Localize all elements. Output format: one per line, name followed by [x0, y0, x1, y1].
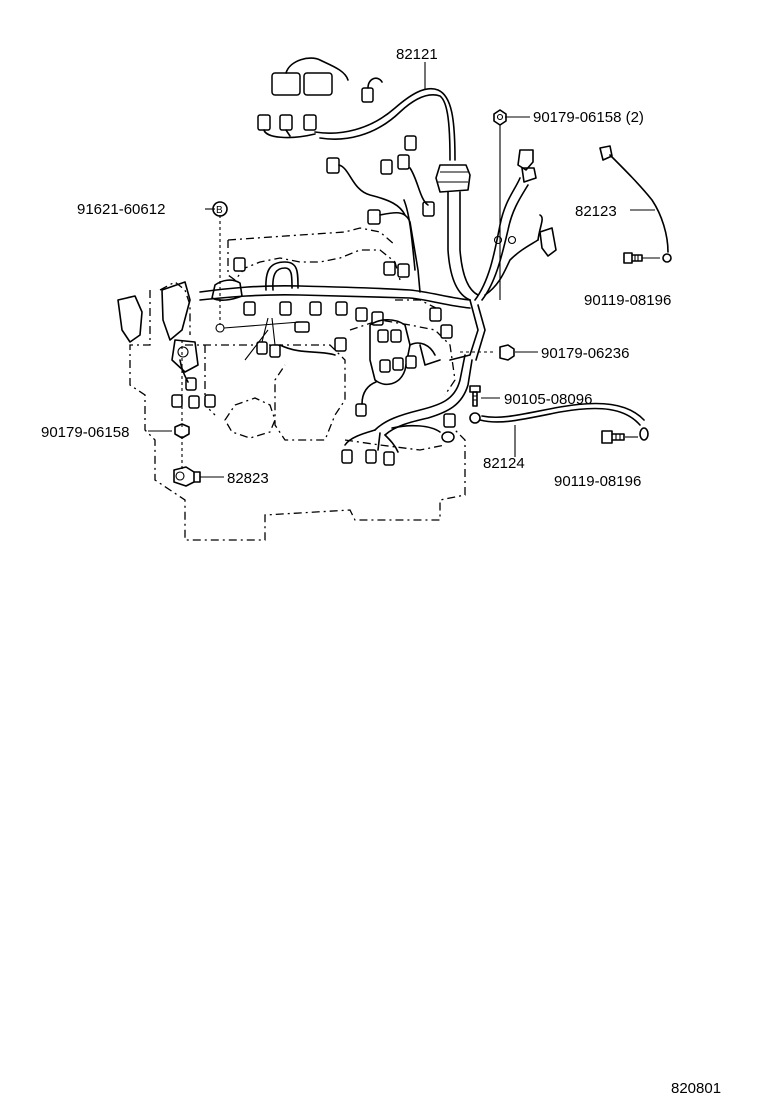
part-label-82121: 82121 [396, 46, 438, 63]
connector-cluster-right [341, 318, 456, 466]
part-label-90179-06236: 90179-06236 [541, 345, 629, 362]
sensor-cable-82124-icon [469, 402, 649, 441]
hardware-symbols: B [173, 109, 672, 487]
connector-row-engine [171, 257, 453, 409]
part-label-90179-06158-2: 90179-06158 (2) [533, 109, 644, 126]
bolt-icon [601, 430, 625, 444]
bolt-icon [469, 385, 481, 407]
sensor-82823-icon [173, 466, 201, 487]
nut-icon [493, 109, 507, 126]
part-label-82123: 82123 [575, 203, 617, 220]
part-label-82124: 82124 [483, 455, 525, 472]
part-label-90119-08196-b: 90119-08196 [554, 473, 641, 490]
part-label-82823: 82823 [227, 470, 269, 487]
nut-icon [174, 423, 190, 439]
leader-lines [148, 62, 660, 478]
part-label-91621-60612: 91621-60612 [77, 201, 165, 218]
sensor-cable-82123-icon [599, 145, 672, 263]
part-label-90105-08096: 90105-08096 [504, 391, 592, 408]
part-labels: 82121 90179-06158 (2) 82123 91621-60612 … [41, 46, 671, 490]
diagram-code: 820801 [671, 1080, 721, 1097]
part-label-90179-06158: 90179-06158 [41, 424, 129, 441]
connector-cluster-top [257, 57, 435, 293]
bolt-icon [623, 252, 643, 264]
nut-icon [499, 344, 515, 361]
bolt-b-icon: B [212, 201, 228, 217]
engine-mount-bracket [117, 281, 199, 373]
sensor-branch-right [474, 125, 557, 301]
part-label-90119-08196-a: 90119-08196 [584, 292, 671, 309]
svg-text:B: B [216, 205, 223, 216]
